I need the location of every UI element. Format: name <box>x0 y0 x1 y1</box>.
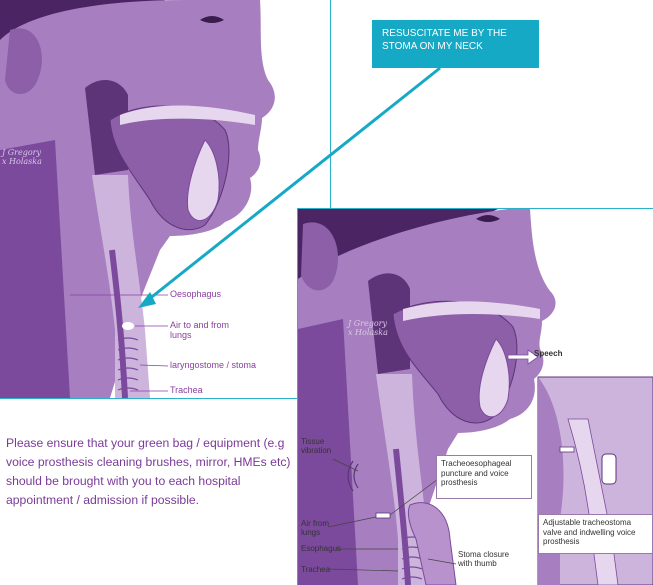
label-air-to-from-lungs: Air to and from lungs <box>170 320 240 341</box>
label-te-puncture: Tracheoesophageal puncture and voice pro… <box>436 455 532 499</box>
label-trachea: Trachea <box>170 385 203 395</box>
top-anatomy-diagram: J Gregory x Holaska Oesophagus Air to an… <box>0 0 331 399</box>
label-tracheostoma-valve: Adjustable tracheostoma valve and indwel… <box>538 514 653 554</box>
head-neck-illustration-top <box>0 0 330 398</box>
label-speech: Speech <box>534 349 562 358</box>
label-stoma-closure: Stoma closure with thumb <box>458 550 522 568</box>
bottom-anatomy-diagram: J Gregory x Holaska Speech Tissue vibrat… <box>297 208 653 585</box>
artist-signature-top: J Gregory x Holaska <box>2 148 42 166</box>
label-stoma: laryngostome / stoma <box>170 360 256 370</box>
equipment-note: Please ensure that your green bag / equi… <box>6 434 298 510</box>
label-trachea-bottom: Trachea <box>301 565 330 574</box>
artist-signature-bottom: J Gregory x Holaska <box>348 319 388 337</box>
label-air-from-lungs: Air from lungs <box>301 519 335 537</box>
resuscitation-callout: RESUSCITATE ME BY THE STOMA ON MY NECK <box>372 20 539 68</box>
label-oesophagus: Oesophagus <box>170 289 221 299</box>
label-esophagus: Esophagus <box>301 544 341 553</box>
label-tissue-vibration: Tissue vibration <box>301 437 341 455</box>
